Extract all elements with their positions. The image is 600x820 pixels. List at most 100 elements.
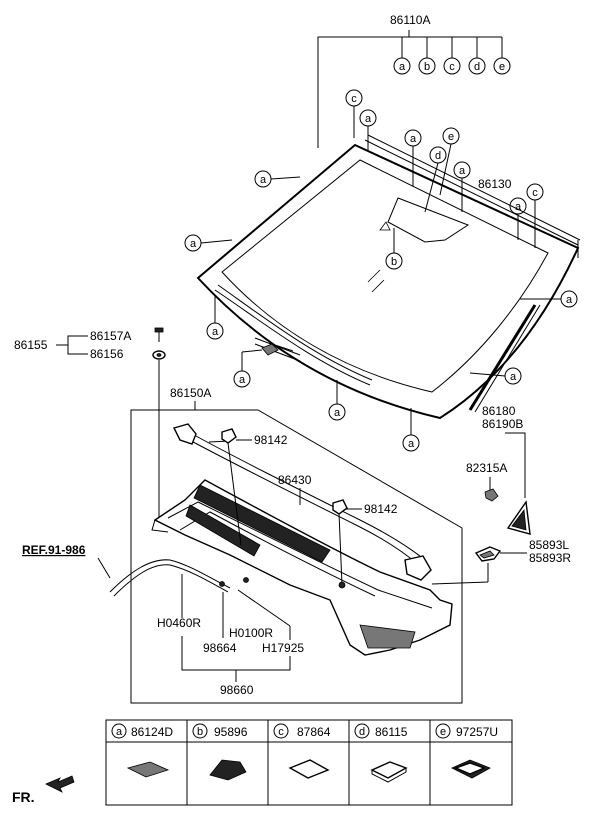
legend-item-a[interactable]: a 86124D [111, 723, 173, 778]
assembly-86110A-callout: 86110A a b c d e [317, 13, 511, 148]
callout-d[interactable]: d [429, 146, 447, 164]
clip-98142-lower[interactable]: 98142 [332, 499, 398, 589]
label-H0460R: H0460R [157, 616, 201, 630]
label-86130: 86130 [478, 177, 512, 191]
svg-text:a: a [410, 133, 417, 145]
svg-text:c: c [351, 93, 357, 105]
screw-86157A[interactable] [154, 327, 164, 342]
callout-d[interactable]: d [468, 57, 486, 75]
front-direction-indicator: FR. [12, 775, 75, 805]
label-fr: FR. [12, 789, 35, 805]
callout-b[interactable]: b [418, 57, 436, 75]
label-82315A: 82315A [466, 461, 507, 475]
svg-text:a: a [365, 113, 372, 125]
svg-text:a: a [334, 407, 341, 419]
svg-text:a: a [399, 61, 406, 73]
svg-text:c: c [449, 61, 455, 73]
windshield-glass[interactable] [196, 134, 581, 420]
callout-a[interactable]: a [254, 170, 272, 188]
svg-text:e: e [448, 131, 454, 143]
label-86430: 86430 [278, 473, 312, 487]
callout-a[interactable]: a [504, 367, 522, 385]
callout-c[interactable]: c [443, 57, 461, 75]
callout-e[interactable]: e [442, 127, 460, 145]
svg-text:a: a [260, 174, 267, 186]
label-98660: 98660 [220, 683, 254, 697]
svg-text:95896: 95896 [214, 725, 248, 739]
side-moulding[interactable] [468, 304, 537, 411]
corner-cover-86180[interactable] [506, 500, 531, 535]
legend-item-b[interactable]: b 95896 [192, 723, 248, 781]
callout-a[interactable]: a [404, 129, 422, 147]
callout-a[interactable]: a [393, 57, 411, 75]
clip-98142-upper[interactable]: 98142 [221, 428, 288, 546]
seal-85893[interactable]: 85893L 85893R [431, 538, 571, 585]
cowl-frame [130, 401, 463, 704]
callout-a[interactable]: a [184, 234, 202, 252]
svg-text:b: b [197, 726, 203, 738]
callout-a[interactable]: a [233, 370, 251, 388]
label-86157A: 86157A [90, 329, 131, 343]
nut-86156[interactable] [152, 350, 166, 360]
callout-c[interactable]: c [526, 183, 544, 201]
svg-text:d: d [435, 150, 441, 162]
label-85893R: 85893R [529, 551, 571, 565]
svg-text:e: e [440, 726, 446, 738]
label-86156: 86156 [90, 347, 124, 361]
label-98142-lower: 98142 [364, 502, 398, 516]
svg-text:a: a [239, 374, 246, 386]
label-H17925: H17925 [262, 641, 304, 655]
svg-text:a: a [212, 326, 219, 338]
label-98664: 98664 [203, 641, 237, 655]
label-ref-91-986: REF.91-986 [22, 543, 86, 557]
hose-part-leaders: H0460R H0100R 98664 H17925 98660 [157, 574, 304, 697]
svg-text:c: c [532, 187, 538, 199]
svg-text:a: a [190, 238, 197, 250]
label-86155: 86155 [14, 338, 48, 352]
callout-a[interactable]: a [402, 434, 420, 452]
svg-text:87864: 87864 [297, 725, 331, 739]
glass-clip[interactable] [261, 343, 294, 356]
label-98142-upper: 98142 [254, 433, 288, 447]
svg-text:a: a [116, 726, 123, 738]
fastener-group-86155: 86155 86157A 86156 [14, 327, 166, 520]
callout-a[interactable]: a [328, 403, 346, 421]
svg-text:c: c [278, 726, 284, 738]
cowl-grille [185, 484, 331, 563]
svg-text:a: a [566, 294, 573, 306]
svg-text:97257U: 97257U [456, 725, 498, 739]
label-H0100R: H0100R [229, 626, 273, 640]
svg-text:e: e [499, 61, 505, 73]
svg-text:a: a [459, 165, 466, 177]
washer-hose[interactable]: REF.91-986 [22, 543, 249, 597]
svg-text:b: b [391, 256, 397, 268]
callout-e[interactable]: e [493, 57, 511, 75]
label-86180: 86180 [482, 404, 516, 418]
callout-a[interactable]: a [206, 322, 224, 340]
callout-c[interactable]: c [345, 89, 363, 107]
label-85893L: 85893L [529, 538, 569, 552]
cowl-seal-86430[interactable] [172, 423, 432, 581]
legend-item-c[interactable]: c 87864 [273, 723, 331, 779]
svg-text:d: d [474, 61, 480, 73]
lower-strip[interactable] [214, 289, 371, 386]
label-86110A: 86110A [390, 13, 430, 27]
svg-text:a: a [408, 438, 415, 450]
legend-item-e[interactable]: e 97257U [435, 723, 498, 779]
clip-82315A[interactable] [484, 488, 499, 502]
cowl-panel-86150A[interactable] [151, 479, 453, 656]
svg-text:d: d [359, 726, 365, 738]
callout-b[interactable]: b [385, 252, 403, 270]
callout-a[interactable]: a [453, 161, 471, 179]
svg-text:a: a [510, 371, 517, 383]
legend-table: a 86124D b 95896 c 87864 d 86115 e 97257… [105, 719, 513, 806]
svg-text:86115: 86115 [375, 725, 408, 739]
legend-item-d[interactable]: d 86115 [354, 723, 408, 783]
windshield-callouts: c a a e d a c a a a b a a a a a a [184, 89, 578, 452]
svg-text:b: b [424, 61, 430, 73]
svg-text:a: a [515, 201, 522, 213]
label-86190B: 86190B [482, 417, 523, 431]
callout-a[interactable]: a [359, 109, 377, 127]
callout-a[interactable]: a [560, 290, 578, 308]
